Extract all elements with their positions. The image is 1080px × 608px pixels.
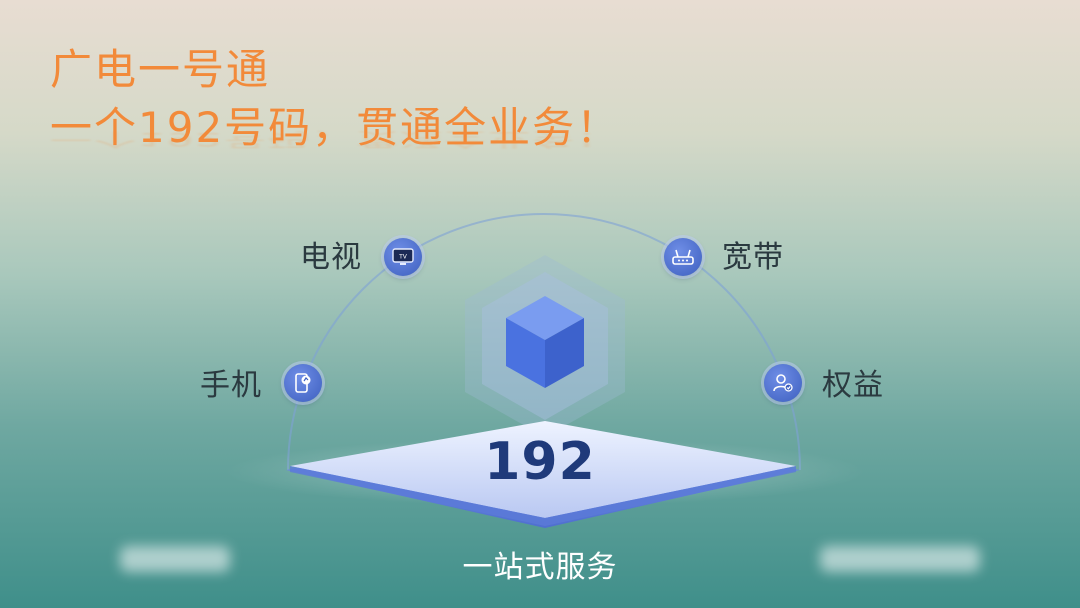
platform-top [290, 421, 796, 518]
user-badge-icon [764, 364, 802, 402]
tv-icon: TV [384, 238, 422, 276]
node-label-mobile: 手机 [200, 368, 262, 403]
center-number: 192 [484, 432, 596, 492]
headline-title: 广电一号通 [50, 45, 271, 94]
headline-subtitle: 一个192号码，贯通全业务！ [50, 103, 621, 152]
cube-left [506, 318, 545, 388]
blurred-caption-right [820, 546, 980, 572]
cube-right [545, 318, 584, 388]
node-label-broadband: 宽带 [722, 240, 784, 275]
svg-text:TV: TV [398, 254, 408, 261]
orbit-arc [287, 213, 801, 471]
node-label-benefits: 权益 [822, 368, 884, 403]
phone-icon [284, 364, 322, 402]
node-label-tv: 电视 [300, 240, 362, 275]
bottom-label: 一站式服务 [462, 550, 618, 585]
headline: 广电一号通 一个192号码，贯通全业务！ 一个192号码，贯通全业务！ [50, 40, 620, 208]
router-icon [664, 238, 702, 276]
blurred-caption-left [120, 546, 230, 572]
